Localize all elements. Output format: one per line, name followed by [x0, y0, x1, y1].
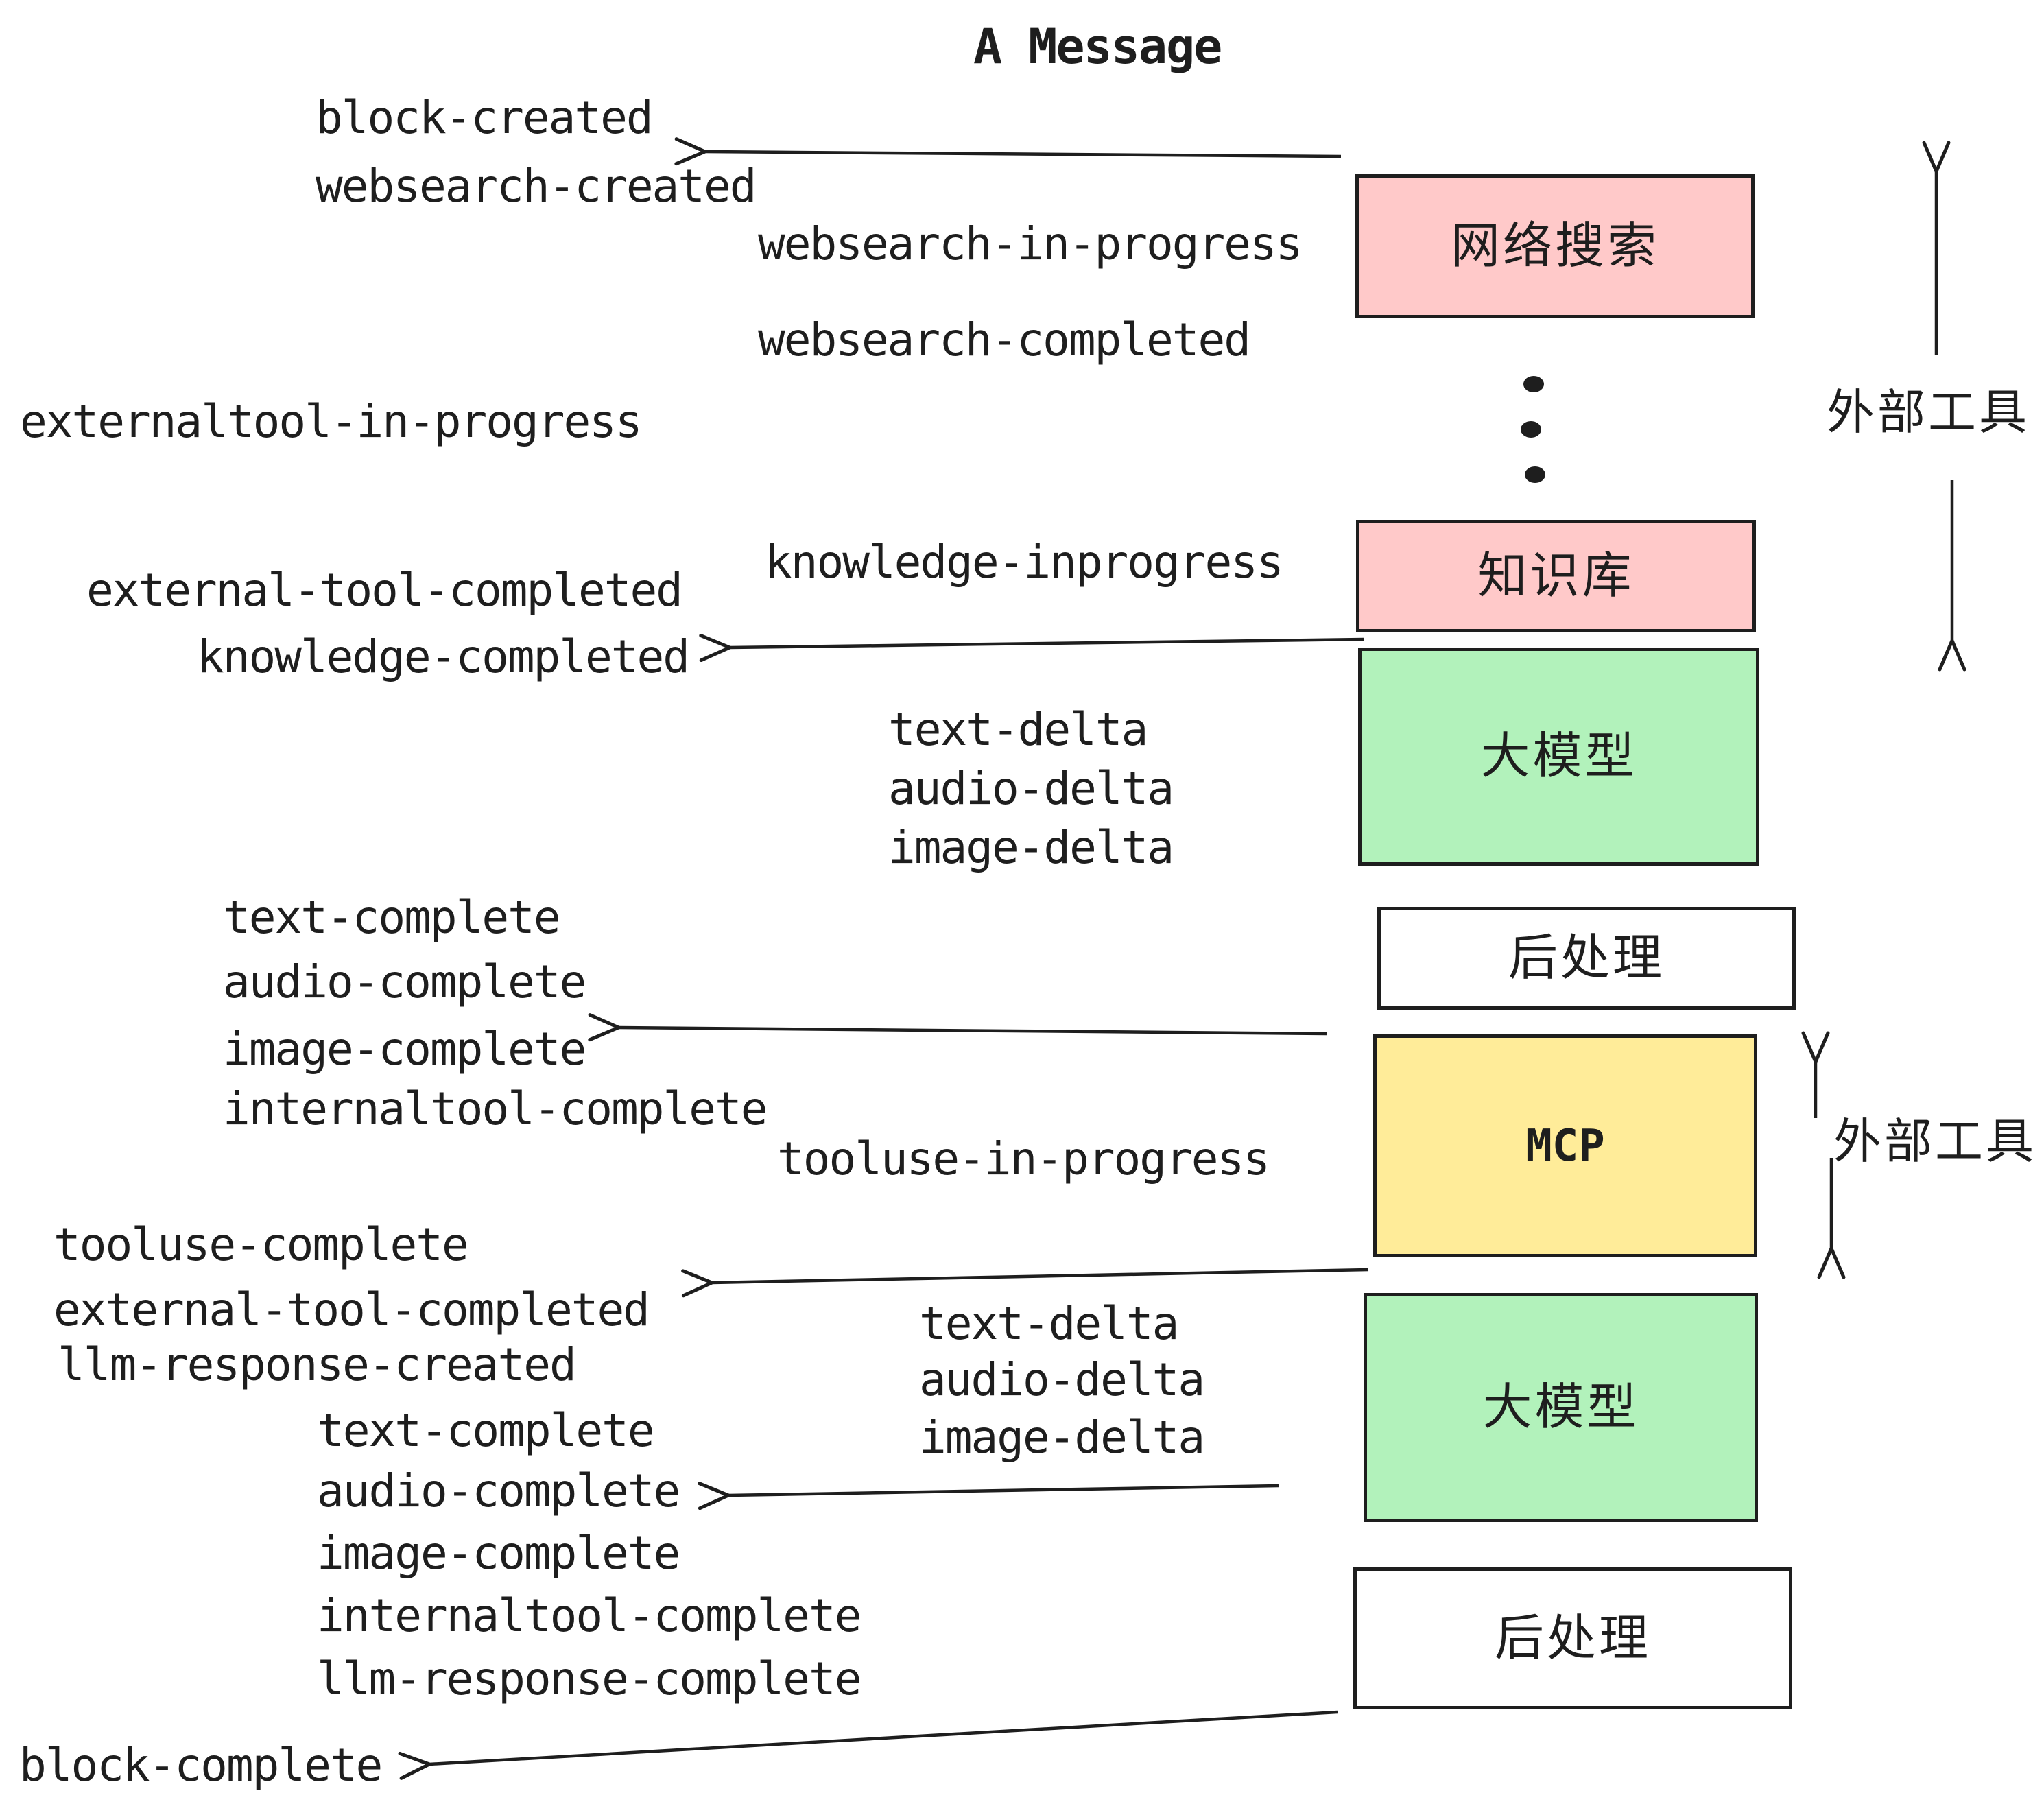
event-label-audio-complete-2: audio-complete	[317, 1464, 680, 1517]
node-llm-2: 大模型	[1364, 1293, 1758, 1522]
page-title: A Message	[973, 19, 1222, 75]
event-label-text-complete-2: text-complete	[317, 1404, 655, 1457]
event-label-text-complete-1: text-complete	[223, 891, 561, 944]
external-tools-label-top: 外部工具	[1827, 385, 2030, 439]
event-label-llm-response-created: llm-response-created	[58, 1338, 577, 1391]
event-label-knowledge-completed: knowledge-completed	[197, 630, 690, 683]
node-websearch: 网络搜索	[1355, 174, 1755, 318]
arrow-post2-to-block-complete	[398, 1710, 1338, 1780]
node-mcp: MCP	[1373, 1034, 1757, 1257]
event-label-websearch-in-progress: websearch-in-progress	[758, 217, 1303, 270]
event-label-text-delta-1: text-delta	[888, 703, 1148, 756]
arrow-llm2-to-tooluse-complete	[681, 1268, 1369, 1298]
event-label-external-tool-completed-2: external-tool-completed	[54, 1283, 650, 1336]
external-tools-label-bottom: 外部工具	[1833, 1115, 2036, 1168]
event-label-image-complete-2: image-complete	[317, 1527, 680, 1580]
event-label-externaltool-in-progress: externaltool-in-progress	[20, 395, 643, 448]
node-websearch-label: 网络搜索	[1450, 219, 1659, 274]
event-label-websearch-created: websearch-created	[316, 160, 757, 213]
event-label-audio-delta-2: audio-delta	[919, 1353, 1205, 1406]
event-label-internaltool-complete-1: internaltool-complete	[223, 1082, 768, 1135]
node-llm-1-label: 大模型	[1480, 729, 1637, 784]
arrow-mcp-to-image-complete	[588, 1013, 1327, 1042]
node-knowledge: 知识库	[1356, 520, 1756, 632]
arrow-knowledge-to-knowledge-completed	[699, 634, 1364, 663]
event-label-image-delta-2: image-delta	[919, 1411, 1205, 1464]
event-label-block-complete: block-complete	[19, 1739, 383, 1792]
node-llm-1: 大模型	[1358, 648, 1759, 866]
node-mcp-label: MCP	[1525, 1120, 1605, 1172]
event-label-llm-response-complete: llm-response-complete	[317, 1652, 861, 1705]
event-label-tooluse-complete: tooluse-complete	[54, 1218, 469, 1271]
node-knowledge-label: 知识库	[1477, 549, 1635, 604]
event-label-audio-complete-1: audio-complete	[223, 956, 586, 1008]
event-label-image-delta-1: image-delta	[888, 821, 1174, 874]
node-llm-2-label: 大模型	[1482, 1380, 1639, 1435]
arrow-llm2-to-audio-complete	[698, 1482, 1279, 1510]
node-post-1-label: 后处理	[1508, 931, 1665, 986]
node-post-2: 后处理	[1353, 1567, 1792, 1709]
event-label-text-delta-2: text-delta	[919, 1297, 1179, 1350]
event-label-external-tool-completed-1: external-tool-completed	[86, 564, 683, 617]
event-label-tooluse-in-progress: tooluse-in-progress	[777, 1132, 1270, 1185]
node-post-1: 后处理	[1377, 907, 1796, 1010]
event-label-knowledge-inprogress: knowledge-inprogress	[765, 536, 1284, 589]
node-post-2-label: 后处理	[1494, 1611, 1651, 1666]
vertical-ellipsis-dots	[1521, 376, 1545, 483]
arrow-websearch-to-block-created	[674, 137, 1342, 166]
event-label-block-created: block-created	[316, 91, 654, 144]
event-label-image-complete-1: image-complete	[223, 1023, 586, 1076]
event-label-internaltool-complete-2: internaltool-complete	[317, 1589, 861, 1642]
event-label-websearch-completed: websearch-completed	[758, 313, 1251, 366]
event-label-audio-delta-1: audio-delta	[888, 762, 1174, 815]
